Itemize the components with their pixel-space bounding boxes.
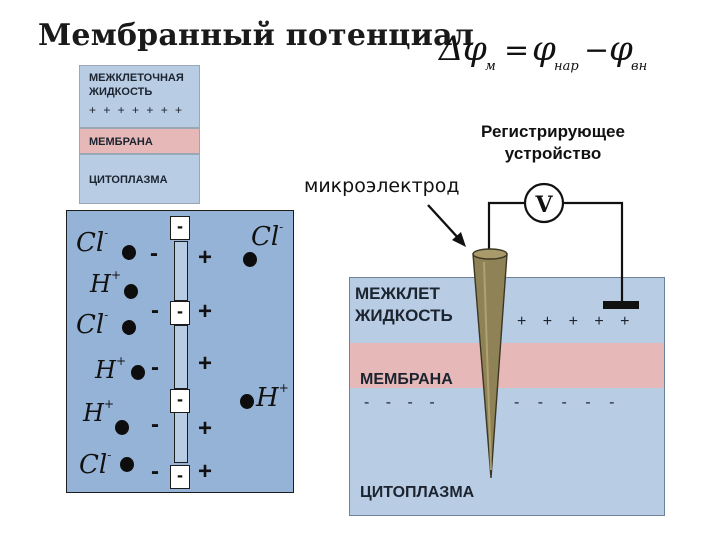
membrane-charge-box: - [170, 216, 190, 240]
hydrogen-symbol: H [256, 383, 279, 413]
hydrogen-ion-label: H+ [95, 354, 126, 384]
inner-negative-charge: - [151, 297, 159, 324]
inner-negative-charge: - [151, 411, 159, 438]
extracellular-fluid-label: МЕЖКЛЕТ ЖИДКОСТЬ [355, 283, 453, 327]
ion-dot [120, 457, 134, 472]
chloride-ion-label: Cl- [251, 220, 284, 252]
ion-dot [122, 320, 136, 335]
charge-superscript: - [107, 448, 112, 463]
membrane-charge-box: - [170, 389, 190, 413]
hydrogen-ion-label: H+ [83, 397, 114, 427]
hydrogen-symbol: H [90, 270, 111, 298]
ecf-label-line2: ЖИДКОСТЬ [355, 306, 453, 325]
formula-sub-m: м [485, 59, 496, 74]
outer-positive-charge: + [198, 458, 213, 485]
chloride-ion-label: Cl- [76, 226, 109, 258]
ion-dot [124, 284, 138, 299]
charge-superscript: - [104, 226, 109, 241]
charge-superscript: - [279, 220, 284, 235]
legend-membrane-label: МЕМБРАНА [89, 136, 153, 148]
voltmeter-icon [523, 182, 565, 224]
device-label-line2: устройство [504, 144, 602, 163]
ion-dot [115, 420, 129, 435]
formula-phi-nar: φ [532, 29, 556, 69]
inner-negative-charge: - [151, 458, 159, 485]
ion-dot [122, 245, 136, 260]
legend-cytoplasm-label: ЦИТОПЛАЗМА [89, 174, 168, 186]
charge-superscript: + [115, 354, 126, 368]
formula-delta: Δ [437, 29, 464, 69]
formula-phi-vn: φ [609, 29, 633, 69]
legend-membrane: МЕМБРАНА [79, 128, 200, 154]
charge-superscript: + [110, 268, 121, 282]
microelectrode-label: микроэлектрод [304, 175, 460, 197]
ecf-label-line1: МЕЖКЛЕТ [355, 284, 440, 303]
ion-dot [243, 252, 257, 267]
membrane-segment [174, 325, 188, 389]
inner-negative-charge: - [151, 354, 159, 381]
outer-positive-charges: + + + + + [517, 313, 631, 330]
pointer-arrowhead-icon [452, 232, 466, 247]
legend-ecf-charges: + + + + + + + [89, 103, 185, 117]
chloride-ion-label: Cl- [76, 308, 109, 340]
legend-ecf-line2: ЖИДКОСТЬ [89, 86, 153, 98]
membrane-potential-formula: Δ φ м = φ нар − φ вн [437, 29, 647, 74]
outer-positive-charge: + [198, 298, 213, 325]
voltmeter-symbol: V [534, 192, 553, 218]
hydrogen-symbol: H [95, 356, 116, 384]
membrane-charge-box: - [170, 301, 190, 325]
inner-negative-charges-left: - - - - [364, 394, 435, 411]
cytoplasm-label: ЦИТОПЛАЗМА [360, 484, 475, 501]
chloride-symbol: Cl [251, 222, 280, 252]
page-title: Мембранный потенциал [38, 18, 475, 53]
legend-ecf-line1: МЕЖКЛЕТОЧНАЯ [89, 72, 184, 84]
inner-negative-charge: - [150, 240, 158, 267]
legend-cytoplasm: ЦИТОПЛАЗМА [79, 154, 200, 204]
hydrogen-ion-label: H+ [90, 268, 121, 298]
left-wire [487, 201, 525, 255]
formula-phi-m: φ [463, 29, 487, 69]
membrane-charge-box: - [170, 465, 190, 489]
charge-superscript: + [103, 397, 114, 411]
formula-sub-nar: нар [554, 59, 579, 74]
legend-extracellular-fluid: МЕЖКЛЕТОЧНАЯ ЖИДКОСТЬ + + + + + + + [79, 65, 200, 128]
outer-positive-charge: + [198, 415, 213, 442]
chloride-symbol: Cl [79, 450, 108, 480]
ion-dot [131, 365, 145, 380]
recording-device-label: Регистрирующее устройство [478, 121, 628, 165]
membrane-label: МЕМБРАНА [360, 371, 453, 388]
membrane-segment [174, 411, 188, 463]
pointer-arrow-icon [427, 204, 461, 241]
charge-superscript: + [278, 381, 289, 396]
formula-equals: = [504, 33, 529, 68]
inner-negative-charges-right: - - - - - [514, 394, 615, 411]
microelectrode-top [472, 248, 508, 260]
ion-dot [240, 394, 254, 409]
hydrogen-ion-label: H+ [256, 381, 289, 413]
chloride-ion-label: Cl- [79, 448, 112, 480]
formula-minus: − [584, 33, 609, 68]
membrane-segment [174, 241, 188, 301]
chloride-symbol: Cl [76, 310, 105, 340]
hydrogen-symbol: H [83, 399, 104, 427]
outer-positive-charge: + [198, 350, 213, 377]
outer-positive-charge: + [198, 244, 213, 271]
charge-superscript: - [104, 308, 109, 323]
chloride-symbol: Cl [76, 228, 105, 258]
formula-sub-vn: вн [631, 59, 647, 74]
device-label-line1: Регистрирующее [481, 122, 625, 141]
